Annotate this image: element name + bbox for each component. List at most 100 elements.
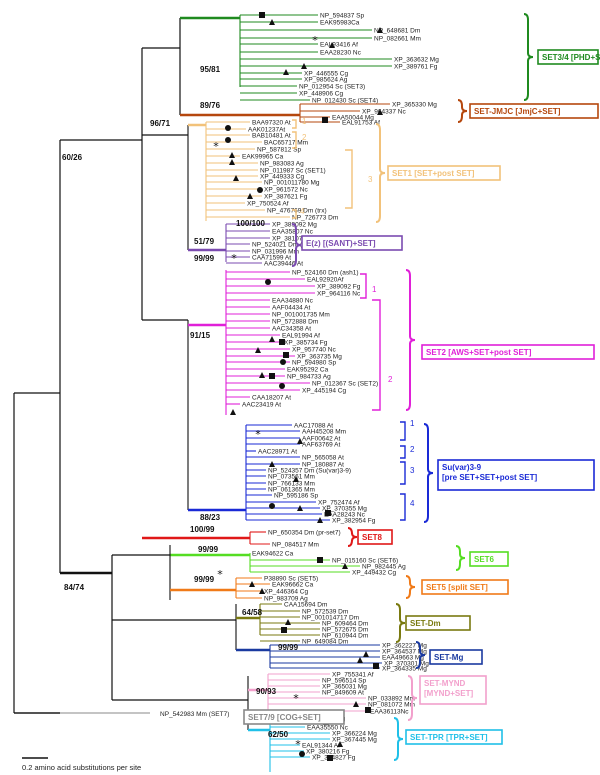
domain-triangle-marker [269,336,275,342]
leaf-label: NP_084517 Mm [272,542,319,549]
leaf-label: XP_446364 Cg [264,589,308,596]
support-value: 51/79 [194,237,215,246]
support-value: 95/81 [200,65,221,74]
leaf-label: EAA34880 Nc [272,298,314,305]
clade-bracket [405,269,416,411]
domain-circle-marker [257,187,263,193]
group-mynd-label: SET-MYND [424,679,466,688]
leaf-label: NP_542983 Mm (SET7) [160,711,229,718]
leaf-label: EAK95983Ca [320,20,360,27]
leaf-label: NP_649084 Dm [302,639,348,646]
domain-square-marker [279,339,285,345]
domain-circle-marker [225,137,231,143]
leaf-label: XP_367445 Mg [332,737,377,744]
leaf-label: BAB10481 At [252,133,291,140]
asterisk-marker: * [217,568,223,581]
leaf-label: XP_381075 Fg [272,236,316,243]
leaf-label: AAF04434 At [272,305,310,312]
subclade-number: 2 [410,445,415,454]
leaf-label: AAC34358 At [272,326,311,333]
domain-circle-marker [280,359,286,365]
support-value: 99/99 [198,545,219,554]
group-suvar-box [437,459,595,491]
group-set2-box [421,344,595,360]
subclade-bracket [292,119,297,129]
subclade-number: 4 [300,207,305,216]
leaf-label: NP_596514 Sp [322,678,366,685]
leaf-label: XP_370355 Mg [322,506,367,513]
domain-triangle-marker [357,657,363,663]
domain-square-marker [283,352,289,358]
leaf-label: NP_572539 Dm [302,609,348,616]
domain-triangle-marker [230,409,236,415]
support-value: 64/58 [242,608,263,617]
leaf-label: CAA71599 At [252,255,291,262]
leaf-label: NP_524160 Dm (ash1) [292,270,358,277]
group-set5-box [421,579,509,595]
domain-square-marker [373,663,379,669]
support-value: 99/99 [194,575,215,584]
leaf-label: EAK99965 Ca [242,154,284,161]
leaf-label: XP_384827 Fg [312,755,356,762]
domain-triangle-marker [229,152,235,158]
domain-triangle-marker [259,588,265,594]
domain-triangle-marker [283,69,289,75]
domain-triangle-marker [377,109,383,115]
clade-bracket [395,603,406,643]
leaf-label: EAK94622 Ca [252,551,294,558]
leaf-label: XP_752474 Af [318,500,360,507]
domain-triangle-marker [293,476,299,482]
subclade-bracket [345,149,353,209]
leaf-label: XP_387621 Fg [264,194,308,201]
subclade-bracket [400,461,406,485]
leaf-label: XP_449432 Cg [352,570,396,577]
leaf-label: XP_366224 Mg [332,731,377,738]
group-set34-box [537,49,599,65]
subclade-number: 4 [410,499,415,508]
subclade-number: 3 [410,466,415,475]
leaf-label: EAL91753 Af [342,120,380,127]
domain-triangle-marker [229,159,235,165]
leaf-label: AAH45208 Mm [302,429,346,436]
leaf-label: NP_073561 Mm [268,474,315,481]
leaf-label: XP_363735 Mg [297,354,342,361]
clade-bracket [347,527,358,547]
leaf-label: BAC65717 Mm [264,140,308,147]
domain-triangle-marker [329,42,335,48]
domain-square-marker [317,557,323,563]
subclade-bracket [372,299,381,411]
leaf-label: NP_015160 Sc (SET6) [332,558,398,565]
leaf-label: EAA36113Nc [370,709,409,716]
domain-triangle-marker [297,505,303,511]
subclade-bracket [400,421,406,441]
leaf-label: EAA28243 Nc [324,512,366,519]
leaf-label: XP_961572 Nc [264,187,308,194]
support-value: 91/15 [190,331,211,340]
domain-triangle-marker [259,372,265,378]
leaf-label: XP_957740 Nc [292,347,336,354]
leaf-label: NP_983709 Ag [264,596,308,603]
leaf-label: XP_448906 Cg [299,91,343,98]
support-value: 96/71 [150,119,171,128]
domain-circle-marker [225,125,231,131]
leaf-label: NP_011987 Sc (SET1) [260,168,326,175]
leaf-label: XP_389761 Fg [394,64,438,71]
leaf-label: AAK01237At [248,127,285,134]
leaf-label: NP_012954 Sc (SET3) [299,84,365,91]
group-set79-box [243,709,345,725]
domain-triangle-marker [353,701,359,707]
support-value: 100/99 [190,525,215,534]
domain-triangle-marker [337,741,343,747]
domain-square-marker [281,627,287,633]
group-set5-label: SET5 [split SET] [426,583,488,592]
scale-bar-label: 0.2 amino acid substitutions per site [22,763,141,772]
leaf-label: P38890 Sc (SET5) [264,576,318,583]
leaf-label: CAA15694 Dm [284,602,327,609]
group-set8-label: SET8 [362,533,383,542]
leaf-label: NP_012367 Sc (SET2) [312,381,378,388]
leaf-label: EAL93416 Af [320,42,358,49]
support-value: 89/76 [200,101,221,110]
leaf-label: XP_445194 Cg [302,388,346,395]
